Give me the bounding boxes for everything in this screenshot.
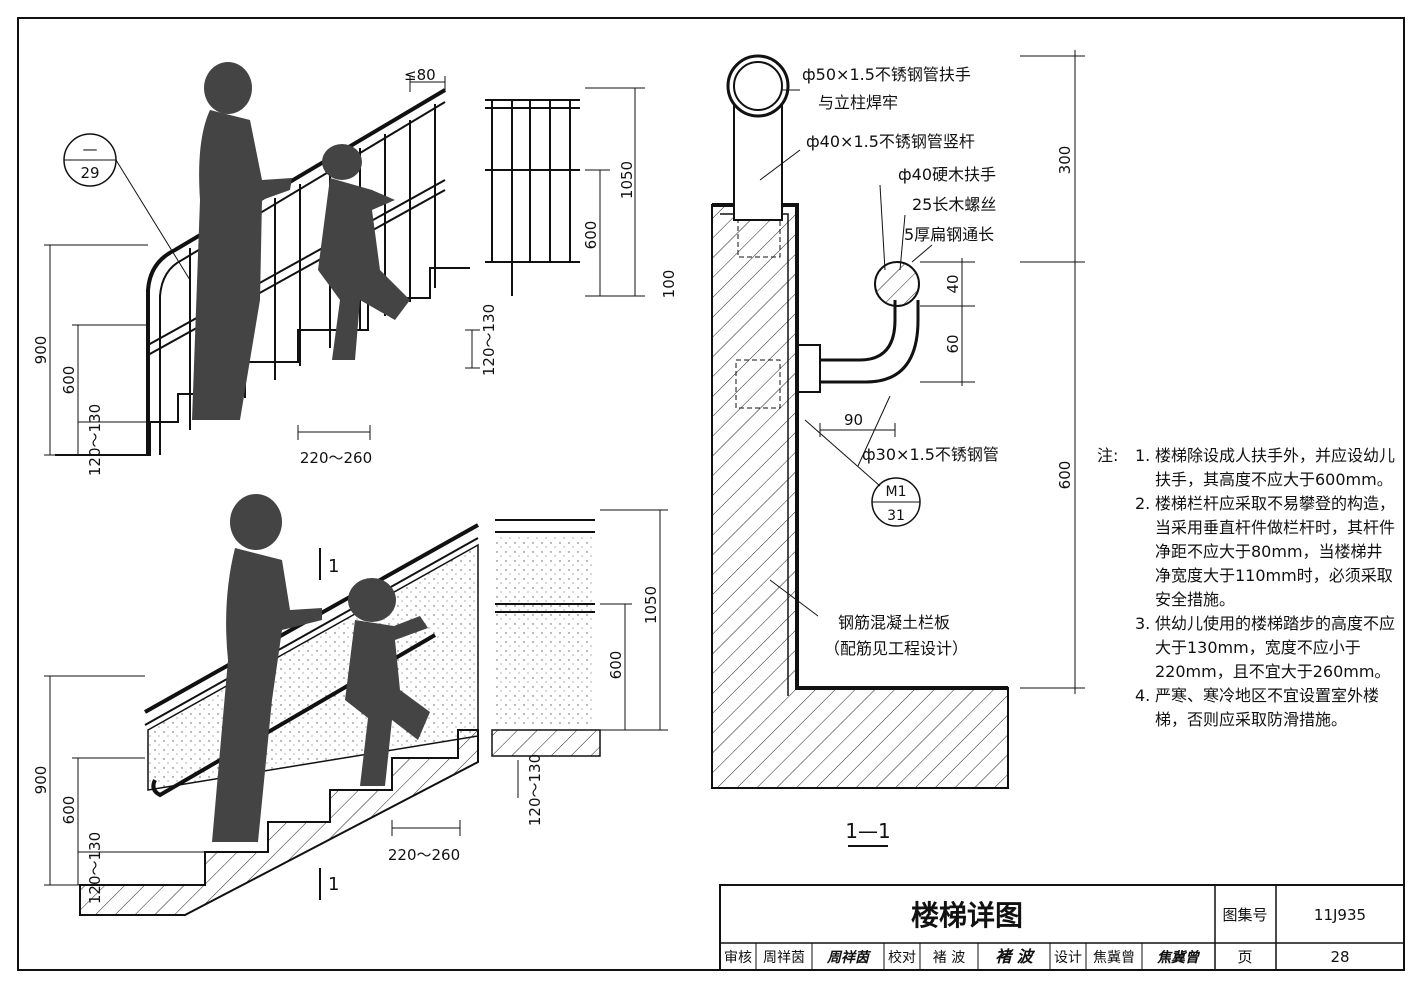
checker-signature: 褚 波 <box>995 947 1036 966</box>
child-silhouette-upper <box>318 144 410 360</box>
designer: 焦冀曾 <box>1093 950 1135 966</box>
upper-dim-600: 600 <box>60 366 78 395</box>
note-item: 4.严寒、寒冷地区不宜设置室外楼梯，否则应采取防滑措施。 <box>1135 684 1397 732</box>
upper-index-bottom: 29 <box>80 164 99 182</box>
dim-300: 300 <box>1056 146 1074 175</box>
atlas-number: 11J935 <box>1314 906 1366 924</box>
upper-dim-riser-step: 120～130 <box>480 304 498 376</box>
note-item: 3.供幼儿使用的楼梯踏步的高度不应大于130mm，宽度不应小于220mm，且不宜… <box>1135 612 1397 684</box>
page-number: 28 <box>1330 948 1349 966</box>
label-panel: 钢筋混凝土栏板 <box>838 613 950 632</box>
upper-elev-1050: 1050 <box>618 161 636 199</box>
label-pipe: ф30×1.5不锈钢管 <box>862 445 999 464</box>
sheet-border <box>17 17 1405 971</box>
label-flat: 5厚扁钢通长 <box>904 225 994 244</box>
child-silhouette-lower <box>345 578 430 786</box>
checker: 褚 波 <box>933 950 965 966</box>
adult-silhouette-lower <box>212 494 322 842</box>
title-block <box>719 884 1405 971</box>
upper-mini-elevation <box>485 99 580 296</box>
dim-600: 600 <box>1056 461 1074 490</box>
note-number: 3. <box>1135 614 1151 633</box>
notes-list: 1.楼梯除设成人扶手外，并应设幼儿扶手，其高度不应大于600mm。 2.楼梯栏杆… <box>1097 444 1397 732</box>
note-number: 1. <box>1135 446 1151 465</box>
atlas-label: 图集号 <box>1222 906 1267 924</box>
note-text: 供幼儿使用的楼梯踏步的高度不应大于130mm，宽度不应小于220mm，且不宜大于… <box>1155 614 1396 681</box>
page-label: 页 <box>1237 948 1252 966</box>
check-label: 校对 <box>888 949 916 966</box>
label-wood: ф40硬木扶手 <box>898 165 996 184</box>
lower-dim-tread: 220～260 <box>388 846 460 864</box>
section-handrail <box>726 54 920 393</box>
upper-dimensions <box>44 76 480 456</box>
lower-dim-900: 900 <box>32 766 50 795</box>
lower-elev-600: 600 <box>607 651 625 680</box>
designer-signature: 焦冀曾 <box>1157 949 1201 966</box>
lower-dim-riser-step: 120～130 <box>526 754 544 826</box>
lower-dim-600: 600 <box>60 796 78 825</box>
label-weld: 与立柱焊牢 <box>818 93 898 112</box>
label-handrail: ф50×1.5不锈钢管扶手 <box>802 65 971 84</box>
upper-stair-elevation <box>55 88 470 456</box>
note-text: 楼梯栏杆应采取不易攀登的构造，当采用垂直杆件做栏杆时，其杆件净距不应大于80mm… <box>1155 494 1396 609</box>
reviewer-signature: 周祥茵 <box>826 949 872 966</box>
sheet-title: 楼梯详图 <box>911 899 1023 932</box>
reviewer: 周祥茵 <box>763 950 805 966</box>
section-index-bottom: 31 <box>887 508 905 524</box>
review-label: 审核 <box>724 950 752 966</box>
dim-90: 90 <box>844 411 863 429</box>
upper-elev-600: 600 <box>582 221 600 250</box>
notes-block: 注: 1.楼梯除设成人扶手外，并应设幼儿扶手，其高度不应大于600mm。 2.楼… <box>1097 444 1397 732</box>
note-item: 1.楼梯除设成人扶手外，并应设幼儿扶手，其高度不应大于600mm。 <box>1135 444 1397 492</box>
section-panel <box>711 203 1009 789</box>
lower-section-mark-2: 1 <box>328 874 339 895</box>
label-screw: 25长木螺丝 <box>912 195 996 214</box>
upper-dim-gap: ≤80 <box>404 66 436 84</box>
adult-silhouette-upper <box>192 62 292 420</box>
dim-60: 60 <box>944 334 962 353</box>
upper-index-top: — <box>83 140 98 158</box>
upper-dim-900: 900 <box>32 336 50 365</box>
note-item: 2.楼梯栏杆应采取不易攀登的构造，当采用垂直杆件做栏杆时，其杆件净距不应大于80… <box>1135 492 1397 612</box>
section-index-top: M1 <box>886 484 907 500</box>
upper-dim-riser: 120～130 <box>86 404 104 476</box>
lower-mini-elevation <box>491 519 601 757</box>
section-title: 1—1 <box>845 819 890 843</box>
lower-dim-riser: 120～130 <box>86 832 104 904</box>
note-number: 2. <box>1135 494 1151 513</box>
design-label: 设计 <box>1054 950 1082 966</box>
lower-section-mark-1: 1 <box>328 556 339 577</box>
note-text: 严寒、寒冷地区不宜设置室外楼梯，否则应采取防滑措施。 <box>1155 686 1380 729</box>
upper-dim-tread: 220～260 <box>300 449 372 467</box>
lower-elev-1050: 1050 <box>642 586 660 624</box>
dim-40: 40 <box>944 274 962 293</box>
label-post: ф40×1.5不锈钢管竖杆 <box>806 132 975 151</box>
note-number: 4. <box>1135 686 1151 705</box>
upper-elev-100: 100 <box>660 270 678 299</box>
notes-heading: 注: <box>1097 446 1119 465</box>
note-text: 楼梯除设成人扶手外，并应设幼儿扶手，其高度不应大于600mm。 <box>1155 446 1396 489</box>
label-panel2: （配筋见工程设计） <box>824 639 968 658</box>
